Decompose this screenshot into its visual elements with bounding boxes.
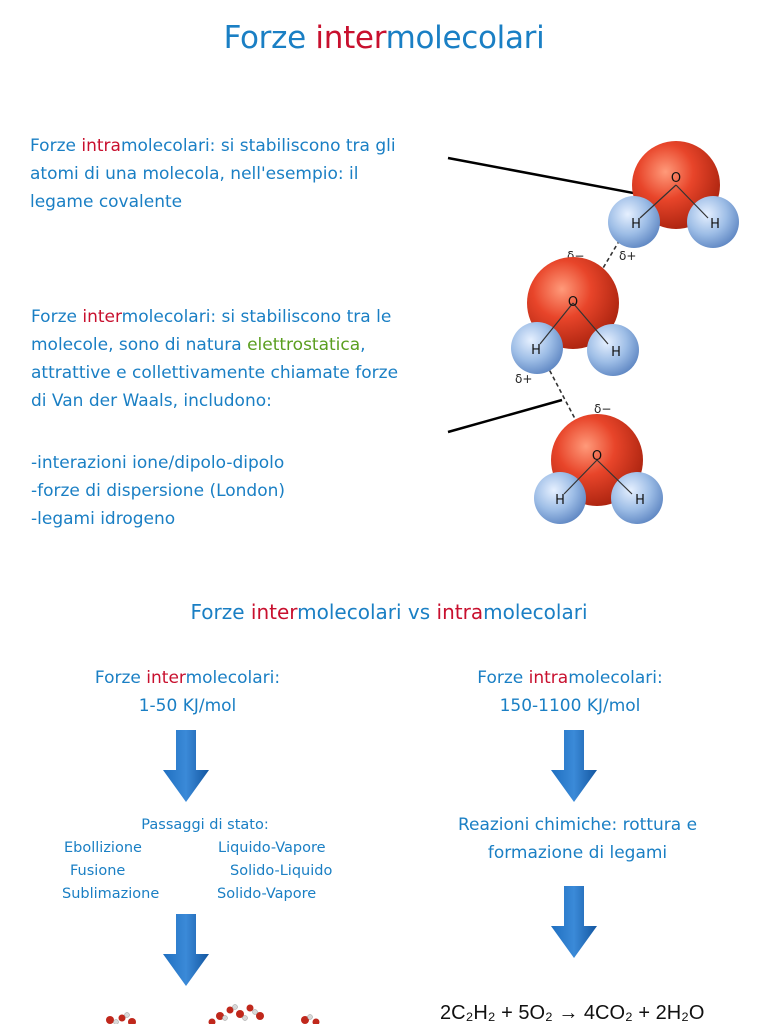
inter-def-comma: , (360, 335, 366, 355)
atom-label-o: O (671, 171, 681, 186)
right-head-pre: Forze (477, 668, 529, 688)
atom-label-h: H (611, 345, 621, 360)
atom-label-o: O (592, 449, 602, 464)
intra-def-line2: atomi di una molecola, nell'esempio: il (30, 164, 359, 184)
inter-def-highlight: inter (82, 307, 122, 327)
subtitle-post: molecolari (483, 600, 588, 624)
inter-def-rest: molecolari: si stabiliscono tra le (121, 307, 392, 327)
water-molecule-top: O H H (608, 141, 739, 248)
intra-def-highlight: intra (81, 136, 121, 156)
phase-transition: Solido-Vapore (217, 886, 317, 902)
elettrostatica-highlight: elettrostatica (247, 335, 361, 355)
right-head-post: molecolari: (568, 668, 663, 688)
intra-energy-block: Forze intramolecolari: 150-1100 KJ/mol (455, 664, 685, 720)
left-head-post: molecolari: (185, 668, 281, 688)
intra-definition: Forze intramolecolari: si stabiliscono t… (30, 132, 400, 216)
subtitle-pre: Forze (190, 600, 251, 624)
inter-def-line3: attrattive e collettivamente chiamate fo… (31, 363, 399, 383)
down-arrow-left-2 (163, 914, 209, 986)
title-post: molecolari (385, 20, 545, 56)
passaggi-block: Passaggi di stato: Ebollizione Liquido-Va… (55, 814, 345, 906)
left-head-pre: Forze (94, 668, 147, 688)
force-list: -interazioni ione/dipolo-dipolo -forze d… (31, 449, 361, 533)
water-molecule-bottom: O H H (534, 414, 663, 524)
intra-energy-value: 150-1100 KJ/mol (499, 696, 641, 716)
subtitle-mid: molecolari vs (297, 600, 437, 624)
water-molecule-middle: O H H (511, 257, 639, 376)
inter-def-line2: molecole, sono di natura (31, 335, 248, 355)
intra-def-line3: legame covalente (30, 192, 183, 212)
phase-row: Fusione Solido-Liquido (55, 860, 345, 883)
down-arrow-left-1 (163, 730, 209, 802)
pointer-line-covalent (447, 156, 661, 200)
list-item: -legami idrogeno (31, 509, 176, 529)
inter-definition: Forze intermolecolari: si stabiliscono t… (31, 303, 439, 415)
atom-label-o: O (568, 295, 578, 310)
list-item: -interazioni ione/dipolo-dipolo (31, 453, 285, 473)
left-head-highlight: inter (146, 668, 186, 688)
intra-def-rest: molecolari: si stabiliscono tra gli (120, 136, 396, 156)
inter-energy-block: Forze intermolecolari: 1-50 KJ/mol (70, 664, 305, 720)
water-molecules-diagram: O H H δ− δ+ O H H δ+ δ− O H H (447, 141, 739, 524)
reazioni-block: Reazioni chimiche: rottura e formazione … (430, 811, 725, 867)
delta-plus-label: δ+ (619, 249, 636, 263)
list-item: -forze di dispersione (London) (31, 481, 286, 501)
pointer-line-hbond (447, 398, 563, 434)
inter-def-pre: Forze (31, 307, 83, 327)
atom-label-h: H (555, 493, 565, 508)
title-pre: Forze (223, 20, 316, 56)
atom-label-h: H (635, 493, 645, 508)
atom-label-h: H (631, 217, 641, 232)
phase-name: Sublimazione (62, 886, 160, 902)
reazioni-line2: formazione di legami (487, 843, 668, 863)
page-title: Forze intermolecolari (0, 20, 768, 56)
intra-def-pre: Forze (30, 136, 82, 156)
phase-row: Sublimazione Solido-Vapore (55, 883, 345, 906)
comparison-heading: Forze intermolecolari vs intramolecolari (0, 600, 768, 624)
atom-label-h: H (531, 343, 541, 358)
title-highlight: inter (315, 20, 386, 56)
subtitle-highlight-inter: inter (250, 600, 298, 624)
atom-label-h: H (710, 217, 720, 232)
passaggi-title: Passaggi di stato: (141, 817, 269, 833)
combustion-equation: 2C₂H₂ + 5O₂ → 4CO₂ + 2H₂O (440, 1002, 705, 1024)
molecular-cluster-image (106, 1004, 320, 1024)
inter-def-line4: di Van der Waals, includono: (31, 391, 272, 411)
delta-minus-label: δ− (594, 402, 611, 416)
phase-transition: Solido-Liquido (230, 863, 333, 879)
phase-name: Fusione (70, 863, 126, 879)
reazioni-line1: Reazioni chimiche: rottura e (457, 815, 698, 835)
delta-plus-label: δ+ (515, 372, 532, 386)
right-head-highlight: intra (528, 668, 569, 688)
phase-transition: Liquido-Vapore (218, 840, 326, 856)
phase-row: Ebollizione Liquido-Vapore (55, 837, 345, 860)
down-arrow-right-1 (551, 730, 597, 802)
down-arrow-right-2 (551, 886, 597, 958)
subtitle-highlight-intra: intra (436, 600, 484, 624)
inter-energy-value: 1-50 KJ/mol (138, 696, 237, 716)
phase-name: Ebollizione (64, 840, 142, 856)
